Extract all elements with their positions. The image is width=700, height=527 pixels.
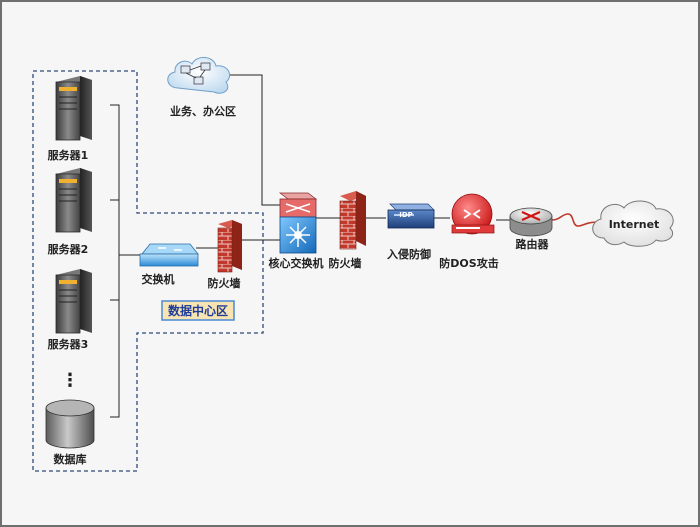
server-tower-icon (55, 76, 92, 141)
office-zone-node: 业务、办公区 (167, 57, 236, 118)
server-3-node: 服务器3 (48, 269, 92, 351)
internet-label: Internet (609, 218, 660, 231)
server-tower-icon (55, 168, 92, 233)
zone-label-text: 数据中心区 (168, 303, 228, 318)
intrusion-prevention-node: IDP 入侵防御 (387, 203, 435, 261)
more-servers-ellipsis: ⋮ (61, 370, 79, 391)
edge-firewall-label: 防火墙 (329, 256, 362, 270)
switch-icon (139, 243, 199, 267)
cloud-network-icon (167, 57, 231, 94)
zone-label-box (161, 300, 235, 321)
access-switch-label: 交换机 (142, 272, 175, 286)
core-switch-node: 核心交换机 (269, 192, 324, 270)
server-1-label: 服务器1 (48, 148, 89, 162)
access-switch-node: 交换机 (139, 243, 199, 286)
server-bus-link (110, 104, 120, 418)
database-icon (45, 399, 95, 449)
data-center-firewall-label: 防火墙 (208, 276, 241, 290)
database-label: 数据库 (54, 452, 87, 466)
internet-cloud-icon (592, 200, 674, 247)
anti-dos-label: 防DOS攻击 (439, 256, 498, 270)
ids-appliance-icon (387, 203, 435, 229)
data-center-zone-label: 数据中心区 (161, 300, 235, 321)
anti-dos-icon (451, 193, 495, 235)
server-1-node: 服务器1 (48, 76, 92, 162)
server-tower-icon (55, 269, 92, 334)
database-node: 数据库 (45, 399, 95, 466)
serial-link (551, 213, 601, 227)
server-2-node: 服务器2 (48, 168, 92, 256)
internet-node: Internet (592, 200, 674, 247)
router-label: 路由器 (516, 237, 550, 251)
core-switch-icon (278, 192, 318, 254)
intrusion-prevention-label: 入侵防御 (387, 247, 431, 261)
office-to-core-link (230, 74, 280, 206)
anti-dos-node: 防DOS攻击 (439, 193, 499, 270)
server-2-label: 服务器2 (48, 242, 89, 256)
office-zone-label: 业务、办公区 (170, 104, 236, 118)
edge-firewall-node: 防火墙 (329, 191, 366, 270)
data-center-firewall-node: 防火墙 (208, 220, 242, 290)
data-center-region-outline (32, 70, 264, 472)
firewall-icon (339, 191, 366, 250)
core-switch-label: 核心交换机 (269, 256, 324, 270)
ids-badge: IDP (399, 211, 413, 219)
router-node: 路由器 (509, 207, 553, 251)
router-icon (509, 207, 553, 237)
network-links (110, 74, 510, 418)
firewall-icon (217, 220, 242, 273)
server-3-label: 服务器3 (48, 337, 89, 351)
